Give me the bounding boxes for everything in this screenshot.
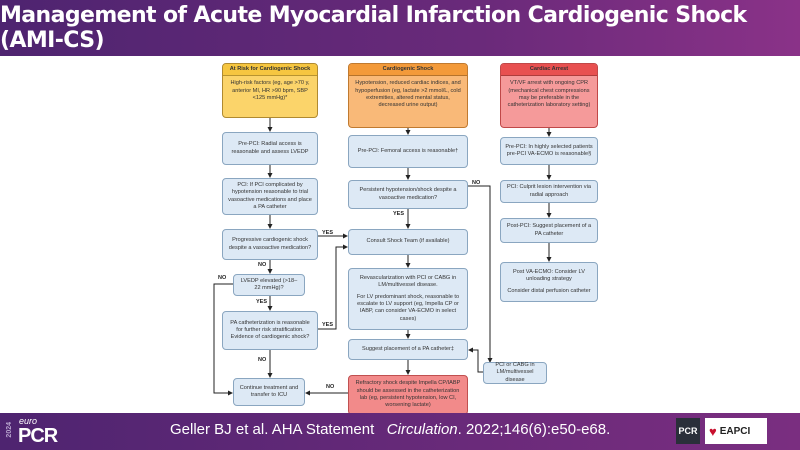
label-yes-persistent: YES [393, 211, 405, 217]
pcr-logo: PCR [676, 418, 700, 444]
c2-revasc-text-1: Revascularization with PCI or CABG in LM… [359, 275, 457, 289]
c1-progressive-box: Progressive cardiogenic shock despite a … [222, 229, 318, 260]
logo-year: 2024 [6, 422, 13, 438]
c3-postva-text-2: Consider distal perfusion catheter [507, 287, 591, 294]
c2-prepci-box: Pre-PCI: Femoral access is reasonable† [348, 135, 468, 168]
label-no-persistent: NO [472, 180, 481, 186]
citation: Geller BJ et al. AHA Statement Circulati… [170, 421, 610, 438]
title-bar: Management of Acute Myocardial Infarctio… [0, 0, 800, 56]
label-yes-progressive: YES [322, 230, 334, 236]
c1-lvedp-box: LVEDP elevated (>18–22 mmHg)? [233, 274, 305, 296]
citation-journal: Circulation [386, 421, 458, 438]
logo-pcr: PCR [18, 425, 58, 447]
c1-pci-box: PCI: If PCI complicated by hypotension r… [222, 178, 318, 215]
c3-pci-box: PCI: Culprit lesion intervention via rad… [500, 180, 598, 203]
label-no-refractory: NO [326, 384, 335, 390]
citation-ref: . 2022;146(6):e50-e68. [457, 421, 611, 438]
c2-suggest-box: Suggest placement of a PA catheter‡ [348, 339, 468, 360]
logo-euro: euro [19, 416, 38, 426]
at-risk-header-box: At Risk for Cardiogenic Shock High-risk … [222, 63, 318, 118]
c1-prepci-box: Pre-PCI: Radial access is reasonable and… [222, 132, 318, 165]
shock-body: Hypotension, reduced cardiac indices, an… [355, 80, 461, 109]
eapci-text: EAPCI [719, 425, 751, 437]
eapci-logo: ♥ EAPCI [705, 418, 767, 444]
c1-continue-box: Continue treatment and transfer to ICU [233, 378, 305, 406]
arrest-body: VT/VF arrest with ongoing CPR (mechanica… [507, 80, 591, 109]
page-title: Management of Acute Myocardial Infarctio… [0, 3, 747, 53]
label-yes-pa: YES [322, 322, 334, 328]
label-no-lvedp: NO [218, 275, 227, 281]
at-risk-title: At Risk for Cardiogenic Shock [223, 64, 317, 77]
shock-title: Cardiogenic Shock [349, 64, 467, 77]
c3-postva-text-1: Post VA-ECMO: Consider LV unloading stra… [513, 269, 585, 283]
c3-pcicabg-box: PCI or CABG in LM/multivessel disease [483, 362, 547, 384]
c2-refractory-box: Refractory shock despite Impella CP/IABP… [348, 375, 468, 415]
c2-revasc-text-2: For LV predominant shock, reasonable to … [356, 293, 460, 322]
label-no-pa: NO [258, 357, 267, 363]
arrest-header-box: Cardiac Arrest VT/VF arrest with ongoing… [500, 63, 598, 128]
c3-prepci-box: Pre-PCI: In highly selected patients pre… [500, 137, 598, 165]
c3-postva-box: Post VA-ECMO: Consider LV unloading stra… [500, 262, 598, 302]
label-yes-lvedp: YES [256, 299, 268, 305]
pcr-logo-text: PCR [678, 426, 698, 436]
c2-revasc-box: Revascularization with PCI or CABG in LM… [348, 268, 468, 330]
arrest-title: Cardiac Arrest [501, 64, 597, 77]
c2-persistent-box: Persistent hypotension/shock despite a v… [348, 180, 468, 209]
shock-header-box: Cardiogenic Shock Hypotension, reduced c… [348, 63, 468, 128]
heart-icon: ♥ [709, 423, 717, 439]
at-risk-body: High-risk factors (eg, age >70 y, anteri… [230, 80, 310, 101]
c3-postpci-box: Post-PCI: Suggest placement of a PA cath… [500, 218, 598, 243]
citation-authors: Geller BJ et al. AHA Statement [170, 421, 375, 438]
c1-pa-box: PA catheterization is reasonable for fur… [222, 311, 318, 350]
footer-bar [0, 413, 800, 450]
c2-consult-box: Consult Shock Team (if available) [348, 229, 468, 255]
label-no-progressive: NO [258, 262, 267, 268]
